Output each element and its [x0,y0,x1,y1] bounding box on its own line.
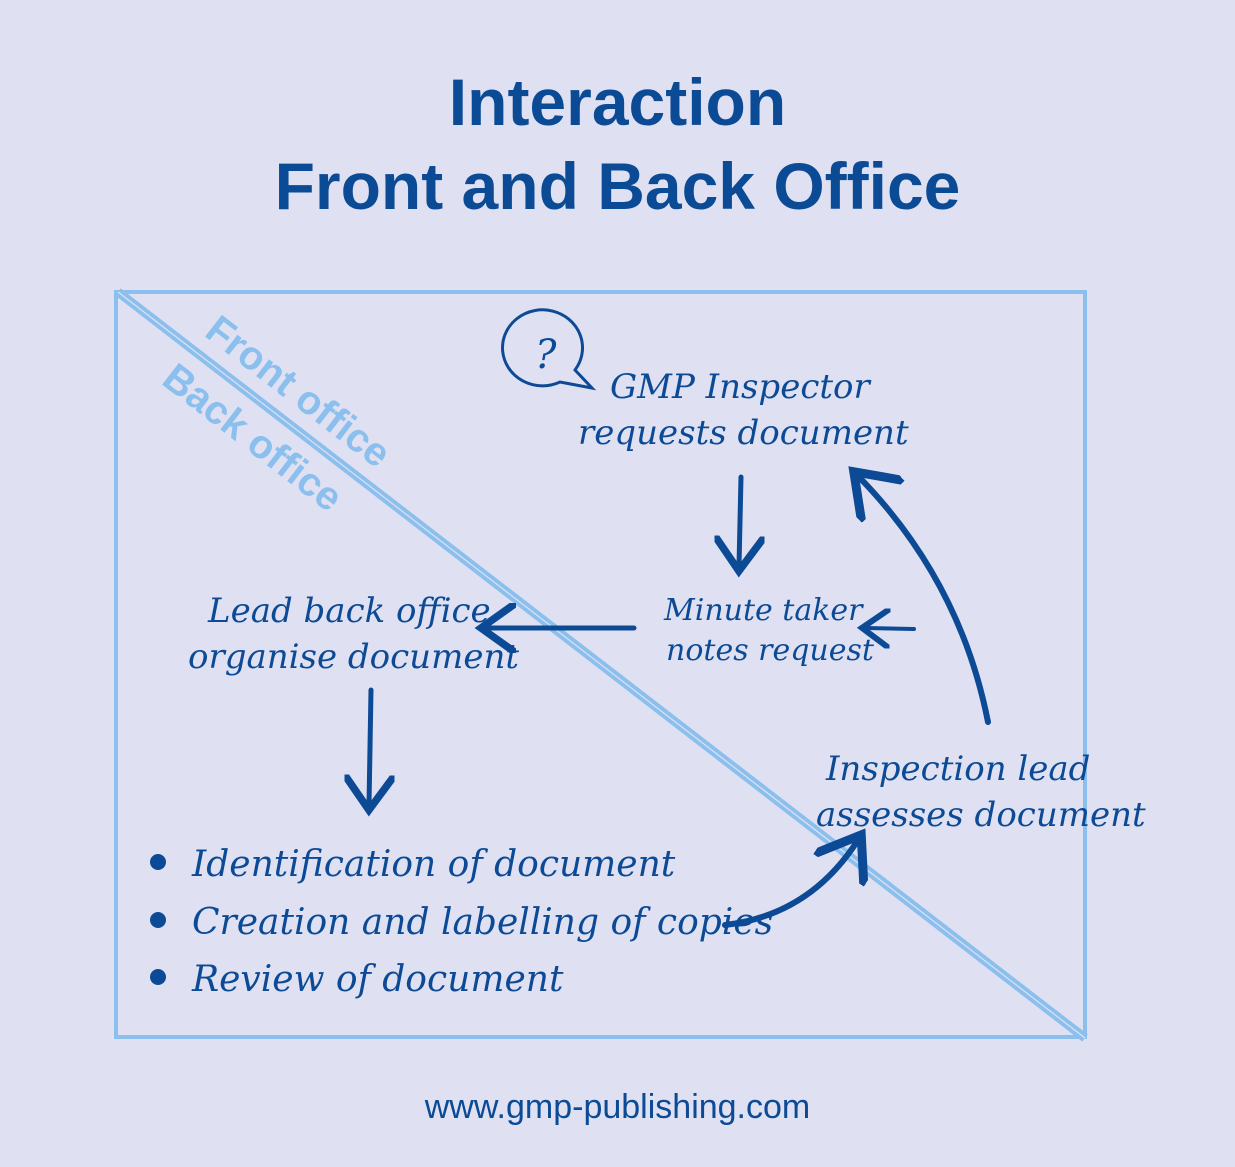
task-item: Identification of document [191,844,676,885]
lead-back-office-line-2: organise document [188,637,519,677]
svg-text:?: ? [535,332,557,378]
inspection-lead-line-2: assesses document [816,795,1146,835]
title-line-2: Front and Back Office [274,149,961,223]
frame [114,290,1087,1039]
question-bubble-icon: ? [501,308,597,391]
minute-taker-line-2: notes request [666,633,875,668]
bullet-icon [150,854,166,870]
arrow-inspector-to-minute-taker [739,474,741,566]
bullet-icon [150,969,166,985]
bullet-icon [150,912,166,928]
title-line-1: Interaction [448,65,787,139]
arrow-inspection-lead-to-minute-taker [866,628,916,629]
arrow-lead-back-office-to-tasks [369,687,371,805]
footer-url: www.gmp-publishing.com [424,1088,811,1126]
inspector-line-1: GMP Inspector [610,367,871,407]
arrow-inspection-lead-to-inspector [858,476,991,725]
task-item: Creation and labelling of copies [192,902,773,943]
minute-taker-line-1: Minute taker [663,593,864,628]
task-item: Review of document [191,959,564,1000]
inspector-line-2: requests document [578,413,909,453]
inspection-lead-line-1: Inspection lead [825,749,1090,789]
lead-back-office-line-1: Lead back office [207,591,491,631]
arrow-tasks-to-inspection-lead [722,840,858,928]
task-list: Identification of document Creation and … [150,844,773,1000]
